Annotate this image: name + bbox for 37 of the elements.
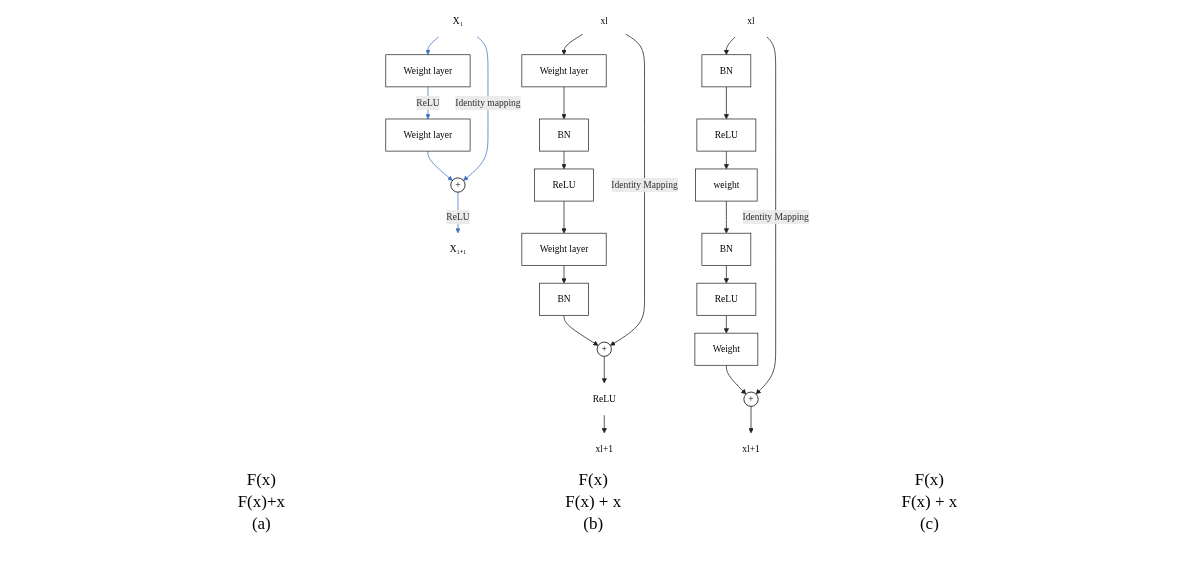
edge-label: Identity mapping [455,97,521,108]
node-text: xl+1 [742,443,760,454]
formula-label: F(x)+x [237,492,285,512]
node-box: BN [539,282,590,316]
edge-label: Identity Mapping [611,179,678,190]
formula-label: F(x) [578,470,608,490]
formula-label: F(x) + x [565,492,622,512]
formula-label: F(x) [246,470,276,490]
node-box: Weight layer [521,232,607,266]
node-box: Weight layer [521,54,607,88]
node-box: BN [539,118,590,152]
node-circle: + [743,391,759,407]
node-text: xl [747,15,755,26]
formula-label: F(x) [914,470,945,490]
panel-label: (b) [583,514,604,534]
node-box: Weight layer [385,118,471,152]
node-box: weight [695,168,758,202]
node-box: BN [701,54,752,88]
node-circle: + [596,341,613,357]
node-text: xl [600,15,609,26]
node-box: Weight [694,332,759,366]
node-box: ReLU [696,282,757,316]
node-box: Weight layer [385,54,471,88]
panel-label: (a) [251,514,271,534]
node-text: X₁₊₁ [449,243,467,255]
edge-label: Identity Mapping [742,211,810,222]
node-box: ReLU [696,118,757,152]
node-box: ReLU [534,168,595,202]
formula-label: F(x) + x [901,492,958,512]
panel-label: (c) [919,514,939,534]
edge-label: ReLU [416,97,440,108]
node-text: xl+1 [595,443,614,454]
node-circle: + [450,177,466,193]
node-text: ReLU [592,393,617,404]
node-text: X₁ [453,15,464,26]
node-box: BN [701,232,752,266]
edge-label: ReLU [446,211,470,222]
